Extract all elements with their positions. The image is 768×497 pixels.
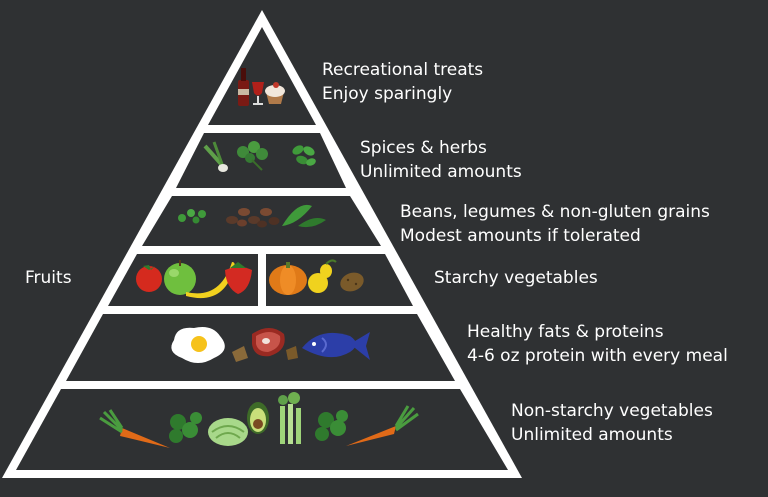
fish-icon <box>302 332 370 360</box>
egg-icon <box>171 327 225 363</box>
potato-icon <box>340 272 364 292</box>
nut-icon <box>232 346 248 362</box>
squash-icon <box>308 259 337 293</box>
tier-name: Healthy fats & proteins <box>467 322 664 342</box>
wine-glass-icon <box>252 82 264 105</box>
tier-name: Starchy vegetables <box>434 268 598 288</box>
apple-icon <box>164 260 196 295</box>
tier-note: Enjoy sparingly <box>322 84 453 104</box>
carrot-icon <box>99 409 170 448</box>
banana-icon <box>186 262 235 299</box>
tier-label-treats: Recreational treats Enjoy sparingly <box>322 58 483 106</box>
kale-icon <box>169 412 202 443</box>
pumpkin-icon <box>269 262 307 295</box>
nut-icon <box>286 346 298 360</box>
cupcake-icon <box>265 82 285 104</box>
wine-bottle-icon <box>238 68 249 106</box>
tier-starchy <box>266 254 413 306</box>
tier-label-vegetables: Non-starchy vegetables Unlimited amounts <box>511 399 713 447</box>
tier-spices <box>176 133 346 188</box>
tier-name: Beans, legumes & non-gluten grains <box>400 202 710 222</box>
peas-icon <box>178 209 206 224</box>
carrot-icon <box>346 405 419 446</box>
tier-name: Non-starchy vegetables <box>511 401 713 421</box>
celery-icon <box>278 392 301 444</box>
tier-label-fruits: Fruits <box>25 266 72 290</box>
steak-icon <box>252 328 285 357</box>
tier-name: Recreational treats <box>322 60 484 80</box>
tier-note: Modest amounts if tolerated <box>400 226 641 246</box>
tier-name: Spices & herbs <box>360 138 487 158</box>
tier-name: Fruits <box>25 268 72 288</box>
tomato-icon <box>136 265 162 292</box>
basil-leaf-icon <box>292 145 316 166</box>
cabbage-icon <box>208 418 248 446</box>
tier-note: 4-6 oz protein with every meal <box>467 346 728 366</box>
green-pea-pod-icon <box>282 204 326 228</box>
strawberry-icon <box>225 262 252 294</box>
tier-label-beans: Beans, legumes & non-gluten grains Modes… <box>400 200 710 248</box>
avocado-icon <box>247 402 269 434</box>
tier-label-starchy: Starchy vegetables <box>434 266 598 290</box>
tier-note: Unlimited amounts <box>360 162 522 182</box>
beans-icon <box>226 208 280 228</box>
tier-label-spices: Spices & herbs Unlimited amounts <box>360 136 522 184</box>
leek-icon <box>203 141 228 172</box>
tier-treats <box>208 27 316 125</box>
tier-label-proteins: Healthy fats & proteins 4-6 oz protein w… <box>467 320 728 368</box>
kale-icon <box>315 410 348 441</box>
herb-bunch-icon <box>237 141 268 171</box>
tier-note: Unlimited amounts <box>511 425 673 445</box>
